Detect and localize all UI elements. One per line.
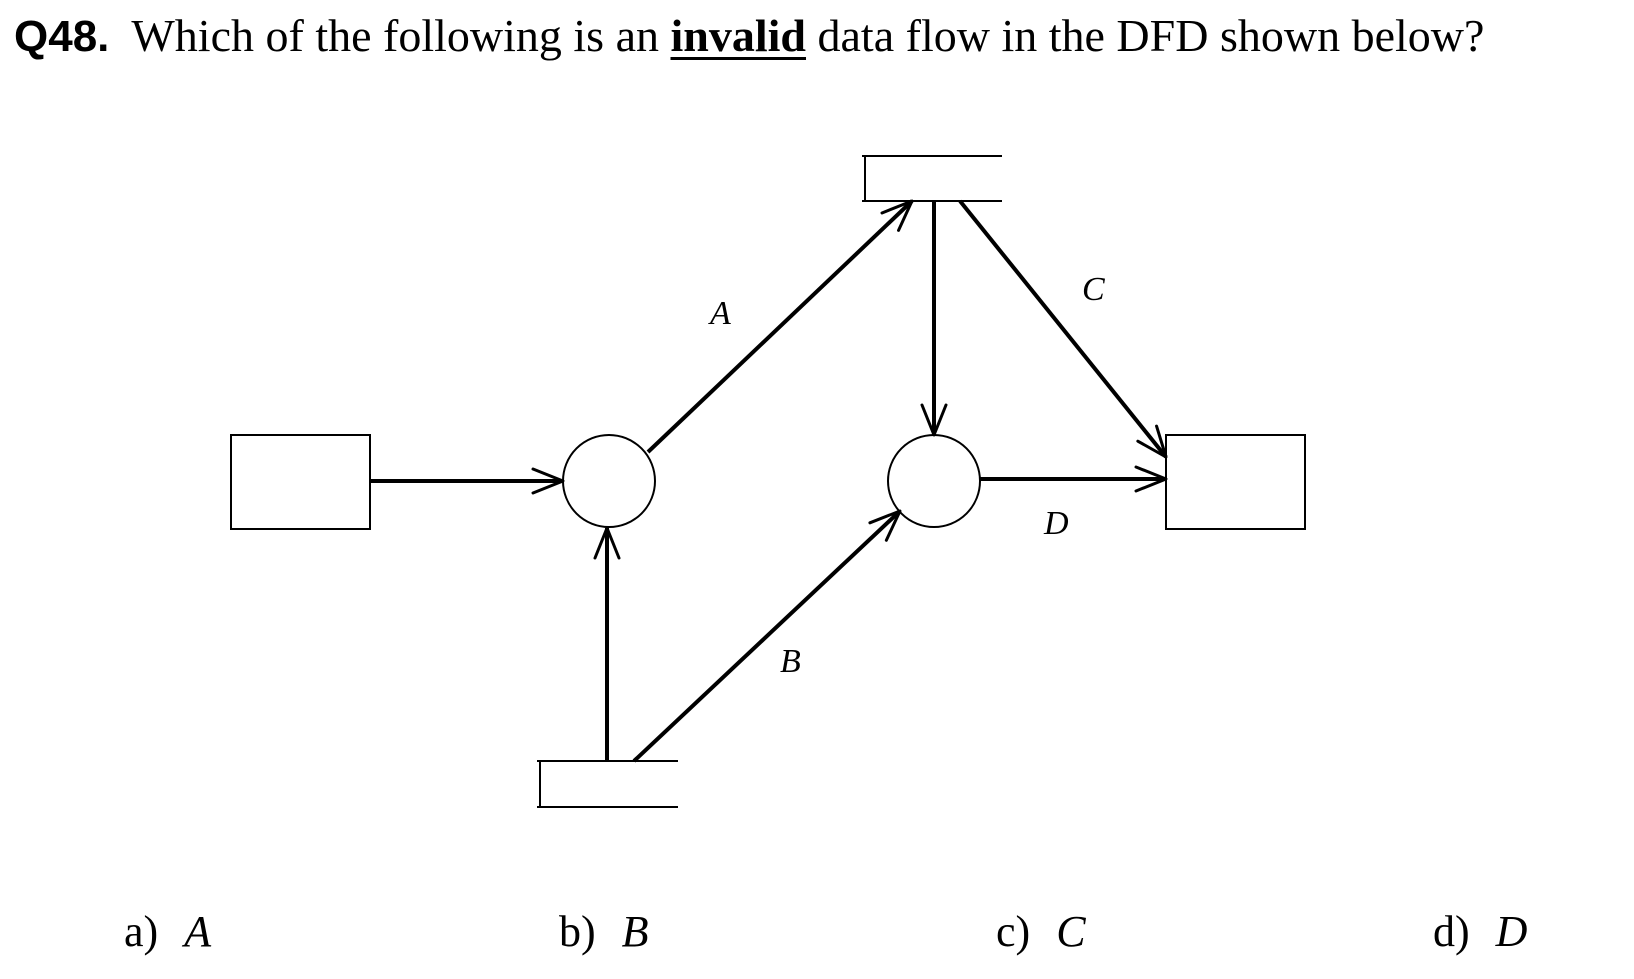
question-text-before: Which of the following is an bbox=[131, 10, 659, 61]
question-number: Q48. bbox=[14, 12, 110, 61]
option-a-value: A bbox=[184, 907, 212, 956]
flow-b bbox=[632, 509, 902, 763]
flow-label-c: C bbox=[1082, 271, 1105, 308]
option-d[interactable]: d) D bbox=[1433, 910, 1527, 954]
external-entity-sink bbox=[1165, 434, 1306, 530]
flow-c bbox=[958, 199, 1168, 459]
process-right bbox=[887, 434, 981, 528]
option-c-key: c) bbox=[996, 907, 1031, 956]
option-a-key: a) bbox=[124, 907, 159, 956]
question-text: Q48. Which of the following is an invalid… bbox=[14, 8, 1484, 64]
option-c-value: C bbox=[1056, 907, 1086, 956]
option-b-value: B bbox=[621, 907, 649, 956]
external-entity-source bbox=[230, 434, 371, 530]
data-store-top bbox=[862, 155, 1002, 202]
data-store-bottom bbox=[537, 760, 678, 808]
flow-label-d: D bbox=[1043, 505, 1069, 542]
option-d-key: d) bbox=[1433, 907, 1470, 956]
option-a[interactable]: a) A bbox=[124, 910, 211, 954]
question-text-after: data flow in the DFD shown below? bbox=[817, 10, 1485, 61]
option-d-value: D bbox=[1495, 907, 1528, 956]
option-b-key: b) bbox=[559, 907, 596, 956]
option-c[interactable]: c) C bbox=[996, 910, 1086, 954]
process-left bbox=[562, 434, 656, 528]
question-emphasis: invalid bbox=[670, 10, 807, 61]
flow-label-a: A bbox=[708, 295, 731, 332]
flow-a bbox=[646, 199, 914, 454]
option-b[interactable]: b) B bbox=[559, 910, 649, 954]
flow-label-b: B bbox=[780, 643, 801, 680]
